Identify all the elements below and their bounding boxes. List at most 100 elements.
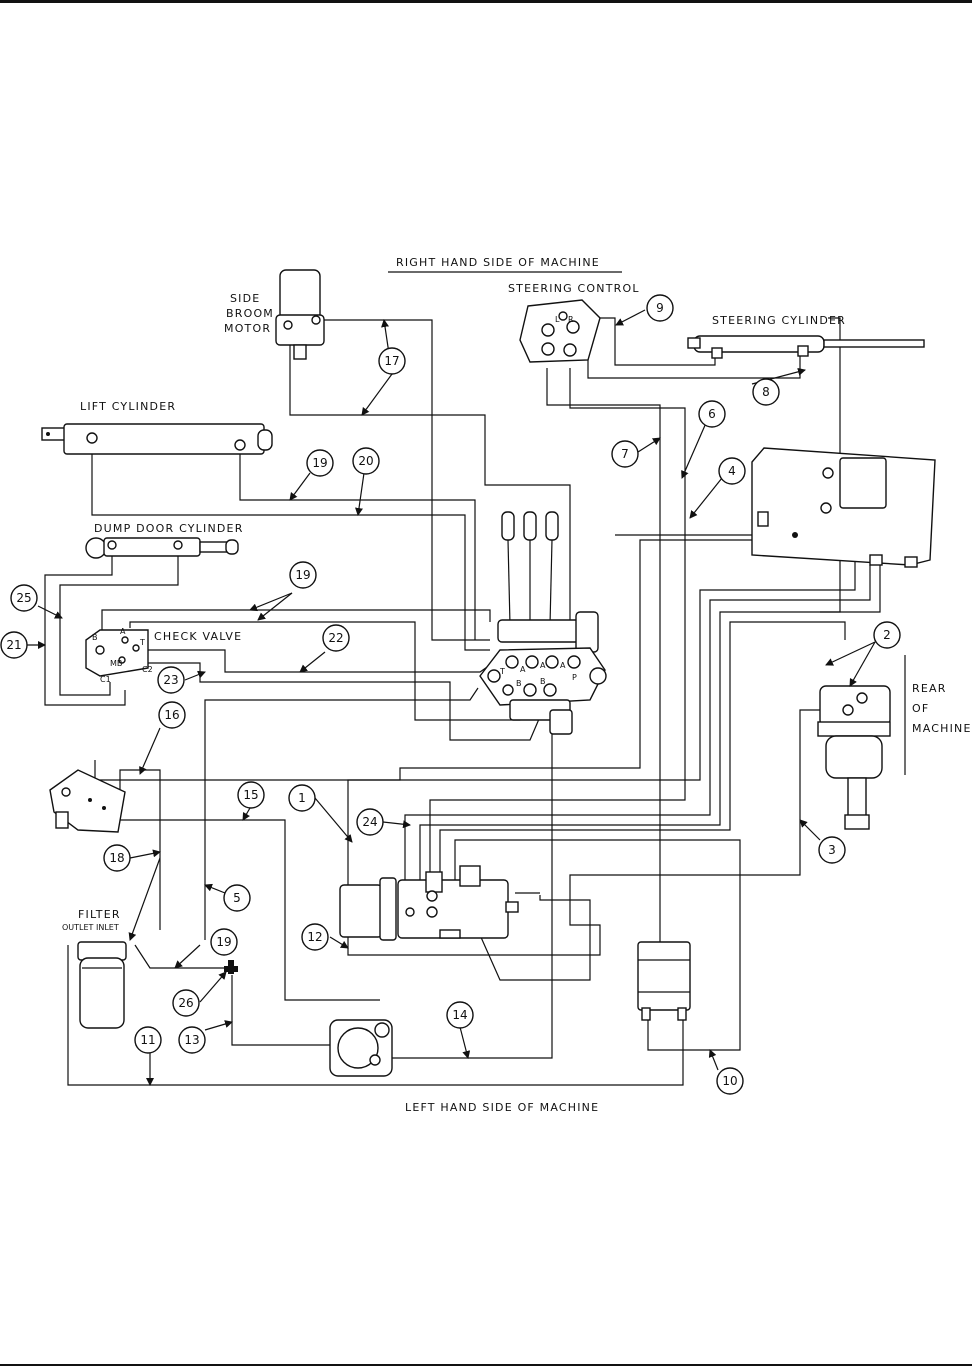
tee-fitting: [224, 960, 238, 974]
port-c2: C2: [142, 665, 153, 674]
svg-text:21: 21: [6, 638, 21, 652]
rear-label: REAR: [912, 682, 947, 695]
dump-door-cylinder-label: DUMP DOOR CYLINDER: [94, 522, 244, 535]
callout-16: 16: [158, 701, 186, 729]
callouts: 1 2 3 4 5 6 7 8 9 10 11 12 13 14 15 16 1…: [0, 294, 901, 1095]
callout-12: 12: [301, 923, 329, 951]
callout-26: 26: [172, 989, 200, 1017]
steering-cylinder: [687, 335, 925, 359]
port-mb: MB: [110, 659, 122, 668]
check-valve-label: CHECK VALVE: [154, 630, 242, 643]
svg-text:17: 17: [384, 354, 399, 368]
steering-cylinder-label: STEERING CYLINDER: [712, 314, 846, 327]
svg-text:20: 20: [358, 454, 373, 468]
relief-valve: [49, 769, 126, 833]
valve-port-a3: A: [560, 661, 566, 670]
callout-6: 6: [698, 400, 726, 428]
outlet-inlet-label: OUTLET INLET: [62, 923, 119, 932]
valve-port-a2: A: [540, 661, 546, 670]
side-broom-motor: [275, 269, 325, 360]
svg-text:9: 9: [656, 301, 664, 315]
leader-lines: [20, 309, 876, 1086]
callout-21: 21: [0, 631, 28, 659]
steer-port-l: L: [555, 315, 560, 324]
port-t: T: [139, 638, 145, 647]
port-c1: C1: [100, 675, 111, 684]
motor-label: MOTOR: [224, 322, 271, 335]
svg-text:19: 19: [216, 935, 231, 949]
callout-1: 1: [288, 784, 316, 812]
svg-text:6: 6: [708, 407, 716, 421]
bottom-rule: [0, 1364, 972, 1366]
callout-5: 5: [223, 884, 251, 912]
check-valve: [85, 629, 149, 677]
svg-text:24: 24: [362, 815, 377, 829]
callout-11: 11: [134, 1026, 162, 1054]
svg-text:11: 11: [140, 1033, 155, 1047]
svg-text:15: 15: [243, 788, 258, 802]
hydraulic-component-bottom-right: [637, 941, 691, 1021]
port-a: A: [120, 627, 126, 636]
steer-port-r: R: [568, 315, 574, 324]
valve-port-a1: A: [520, 665, 526, 674]
valve-port-t: T: [499, 667, 505, 676]
svg-text:8: 8: [762, 385, 770, 399]
svg-text:23: 23: [163, 673, 178, 687]
valve-port-p: P: [572, 673, 577, 682]
right-hand-side-label: RIGHT HAND SIDE OF MACHINE: [396, 256, 600, 269]
callout-19-c: 19: [210, 928, 238, 956]
callout-19-a: 19: [306, 449, 334, 477]
callout-17: 17: [378, 347, 406, 375]
svg-text:14: 14: [452, 1008, 467, 1022]
main-pump: [339, 865, 519, 941]
of-label: OF: [912, 702, 929, 715]
broom-label: BROOM: [226, 307, 274, 320]
callout-7: 7: [611, 440, 639, 468]
callout-4: 4: [718, 457, 746, 485]
svg-text:19: 19: [295, 568, 310, 582]
callout-20: 20: [352, 447, 380, 475]
callout-8: 8: [752, 378, 780, 406]
svg-text:1: 1: [298, 791, 306, 805]
callout-22: 22: [322, 624, 350, 652]
svg-text:2: 2: [883, 628, 891, 642]
wheel-motor: [817, 685, 891, 830]
dump-door-cylinder: [85, 537, 239, 559]
filter: [77, 941, 127, 1029]
callout-10: 10: [716, 1067, 744, 1095]
filter-label: FILTER: [78, 908, 121, 921]
callout-15: 15: [237, 781, 265, 809]
machine-label: MACHINE: [912, 722, 972, 735]
main-broom-motor: [329, 1019, 393, 1077]
callout-23: 23: [157, 666, 185, 694]
top-rule: [0, 0, 972, 3]
control-valve-bank: [479, 511, 607, 735]
valve-port-b1: B: [516, 679, 522, 688]
side-label: SIDE: [230, 292, 260, 305]
steering-control: [519, 299, 601, 363]
callout-2: 2: [873, 621, 901, 649]
callout-19-b: 19: [289, 561, 317, 589]
svg-text:4: 4: [728, 464, 736, 478]
callout-3: 3: [818, 836, 846, 864]
svg-text:16: 16: [164, 708, 179, 722]
svg-text:12: 12: [307, 930, 322, 944]
callout-13: 13: [178, 1026, 206, 1054]
callout-25: 25: [10, 584, 38, 612]
svg-text:3: 3: [828, 843, 836, 857]
svg-text:7: 7: [621, 447, 629, 461]
callout-18: 18: [103, 844, 131, 872]
svg-text:22: 22: [328, 631, 343, 645]
svg-text:5: 5: [233, 891, 241, 905]
steering-control-label: STEERING CONTROL: [508, 282, 640, 295]
lift-cylinder: [41, 423, 273, 455]
lift-cylinder-label: LIFT CYLINDER: [80, 400, 176, 413]
port-b: B: [92, 633, 98, 642]
callout-24: 24: [356, 808, 384, 836]
svg-text:10: 10: [722, 1074, 737, 1088]
left-hand-side-label: LEFT HAND SIDE OF MACHINE: [405, 1101, 599, 1114]
svg-text:13: 13: [184, 1033, 199, 1047]
svg-text:18: 18: [109, 851, 124, 865]
